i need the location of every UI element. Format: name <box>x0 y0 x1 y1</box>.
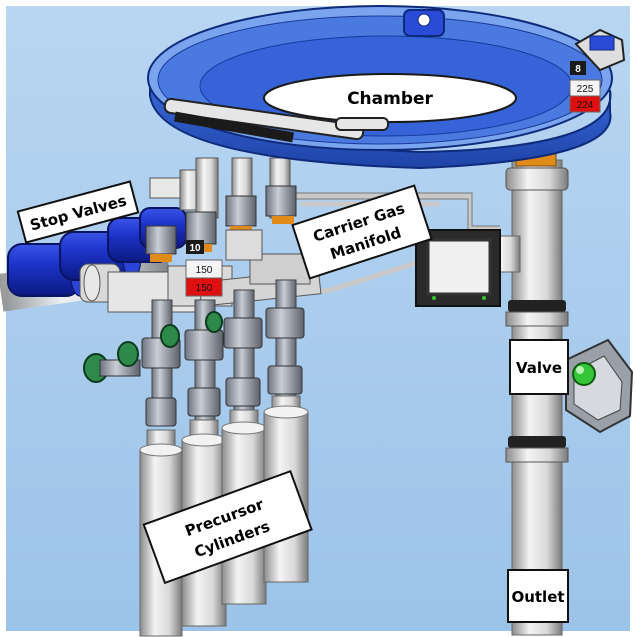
precursor-cylinder <box>139 299 183 637</box>
manifold-risers <box>145 157 297 262</box>
carrier-gas-label-box: Carrier Gas Manifold <box>291 184 433 280</box>
manifold-readout-index: 10 <box>189 243 201 254</box>
valve-indicator-led <box>572 362 596 386</box>
green-side-valve <box>83 311 223 383</box>
precursor-cylinder <box>181 299 227 627</box>
chamber-handle <box>163 97 365 141</box>
manifold-actual: 150 <box>196 283 213 294</box>
outlet-valve-actuator <box>565 338 634 434</box>
chamber-temperature-readout: 8 225 224 <box>569 61 601 113</box>
manifold-temperature-readout: 10 150 150 <box>185 240 223 297</box>
outlet-label-box: Outlet <box>507 569 569 623</box>
pressure-gauge <box>415 229 501 307</box>
chamber-label: Chamber <box>347 89 433 109</box>
precursor-label-box: Precursor Cylinders <box>142 469 313 585</box>
outlet-label: Outlet <box>511 588 564 606</box>
chamber-actual: 224 <box>577 100 594 111</box>
chamber-label-oval <box>263 73 517 123</box>
valve-label: Valve <box>516 359 562 377</box>
chamber-setpoint: 225 <box>577 84 594 95</box>
manifold-setpoint: 150 <box>196 265 213 276</box>
chamber-readout-index: 8 <box>575 64 581 75</box>
valve-label-box: Valve <box>509 339 569 395</box>
reaction-chamber <box>147 5 626 170</box>
